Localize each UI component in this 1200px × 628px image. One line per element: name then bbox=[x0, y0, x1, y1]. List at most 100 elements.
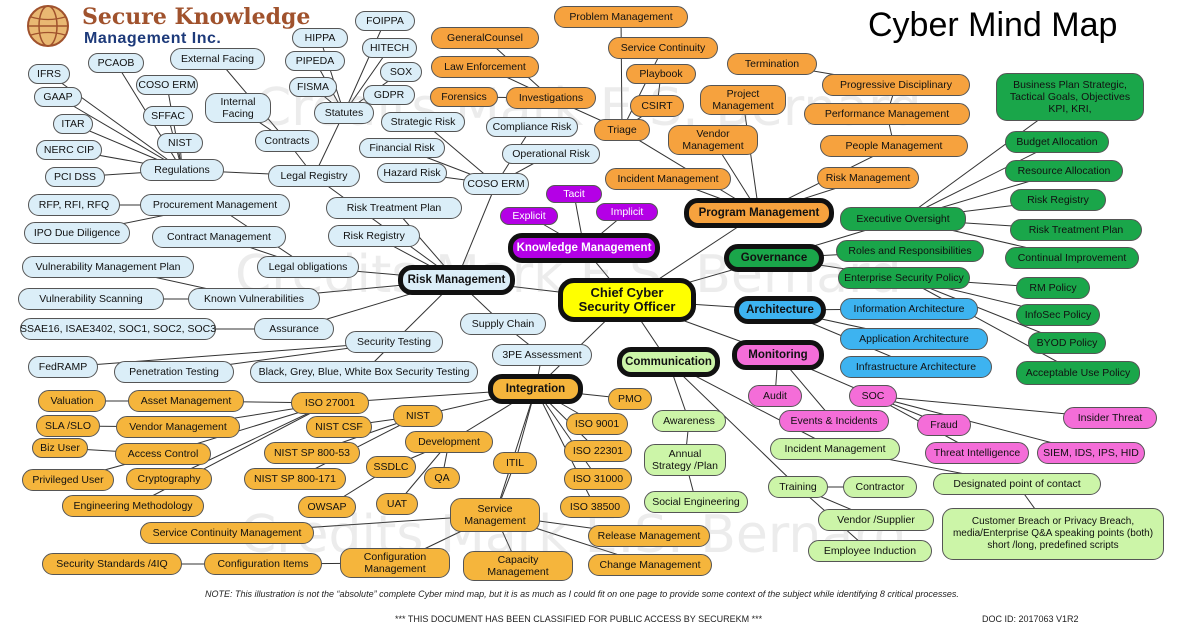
node-engineering-methodology: Engineering Methodology bbox=[62, 495, 204, 517]
connector-regulations-gaap bbox=[57, 96, 183, 171]
hub-integration: Integration bbox=[488, 374, 583, 404]
hub-monitoring: Monitoring bbox=[732, 340, 824, 370]
node-risk-treatment-plan-gov: Risk Treatment Plan bbox=[1010, 219, 1142, 241]
node-qa: QA bbox=[424, 467, 460, 489]
node-asset-management: Asset Management bbox=[128, 390, 244, 412]
node-coso-erm: COSO ERM bbox=[463, 173, 529, 195]
node-designated-point-of-contact: Designated point of contact bbox=[933, 473, 1101, 495]
node-risk-management-pm: Risk Management bbox=[817, 167, 919, 189]
node-byod-policy: BYOD Policy bbox=[1028, 332, 1106, 354]
node-nist-sp-800-171: NIST SP 800-171 bbox=[244, 468, 346, 490]
node-service-continuity: Service Continuity bbox=[608, 37, 718, 59]
node-threat-intelligence: Threat Intelligence bbox=[925, 442, 1029, 464]
node-audit: Audit bbox=[748, 385, 802, 407]
node-ssae-soc: SSAE16, ISAE3402, SOC1, SOC2, SOC3 bbox=[20, 318, 216, 340]
node-sox: SOX bbox=[380, 62, 422, 82]
node-forensics: Forensics bbox=[430, 87, 498, 107]
node-iso-9001: ISO 9001 bbox=[566, 413, 628, 435]
node-incident-management-comm: Incident Management bbox=[770, 438, 900, 460]
node-nist-sp-800-53: NIST SP 800-53 bbox=[264, 442, 360, 464]
node-information-architecture: Information Architecture bbox=[840, 298, 978, 320]
node-siem-ids-ips-hid: SIEM, IDS, IPS, HID bbox=[1037, 442, 1145, 464]
node-cryptography: Cryptography bbox=[126, 468, 212, 490]
node-internal-facing: Internal Facing bbox=[205, 93, 271, 123]
node-nist-regulation: NIST bbox=[157, 133, 203, 153]
node-gaap: GAAP bbox=[34, 87, 82, 107]
node-progressive-disciplinary: Progressive Disciplinary bbox=[822, 74, 970, 96]
connector-triage-servcont bbox=[621, 47, 664, 131]
node-operational-risk: Operational Risk bbox=[502, 144, 600, 164]
node-hitech: HITECH bbox=[362, 38, 417, 58]
hub-risk-management: Risk Management bbox=[398, 265, 515, 295]
node-iso-27001: ISO 27001 bbox=[291, 392, 369, 414]
node-social-engineering: Social Engineering bbox=[644, 491, 748, 513]
node-access-control: Access Control bbox=[115, 443, 211, 465]
node-external-facing: External Facing bbox=[170, 48, 265, 70]
node-pmo: PMO bbox=[608, 388, 652, 410]
node-capacity-management: Capacity Management bbox=[463, 551, 573, 581]
page-title: Cyber Mind Map bbox=[868, 6, 1118, 44]
node-pipeda: PIPEDA bbox=[285, 51, 345, 71]
node-roles-responsibilities: Roles and Responsibilities bbox=[836, 240, 984, 262]
node-events-incidents: Events & Incidents bbox=[779, 410, 889, 432]
node-tacit: Tacit bbox=[546, 185, 602, 203]
connector-int-iso31000 bbox=[535, 388, 599, 480]
node-contract-management: Contract Management bbox=[152, 226, 286, 248]
logo-line2: Management Inc. bbox=[84, 30, 222, 47]
node-vendor-management-top: Vendor Management bbox=[668, 125, 758, 155]
node-explicit: Explicit bbox=[500, 207, 558, 225]
node-ipo-due-diligence: IPO Due Diligence bbox=[24, 222, 130, 244]
node-sffac: SFFAC bbox=[143, 106, 193, 126]
company-logo: Secure Knowledge Management Inc. bbox=[22, 2, 310, 54]
connector-iso27001-crypto bbox=[168, 402, 331, 480]
node-continual-improvement: Continual Improvement bbox=[1005, 247, 1139, 269]
node-fisma: FISMA bbox=[289, 77, 337, 97]
node-release-management: Release Management bbox=[588, 525, 710, 547]
node-foippa: FOIPPA bbox=[355, 11, 415, 31]
connector-execov-budget bbox=[902, 141, 1058, 220]
node-infrastructure-architecture: Infrastructure Architecture bbox=[840, 356, 992, 378]
node-risk-registry: Risk Registry bbox=[328, 225, 420, 247]
node-financial-risk: Financial Risk bbox=[359, 138, 445, 158]
node-budget-allocation: Budget Allocation bbox=[1005, 131, 1109, 153]
node-regulations: Regulations bbox=[140, 159, 224, 181]
node-contractor: Contractor bbox=[843, 476, 917, 498]
node-known-vulnerabilities: Known Vulnerabilities bbox=[188, 288, 320, 310]
node-termination: Termination bbox=[727, 53, 817, 75]
node-penetration-testing: Penetration Testing bbox=[114, 361, 234, 383]
node-triage: Triage bbox=[594, 119, 650, 141]
node-awareness: Awareness bbox=[652, 410, 726, 432]
node-vendor-supplier: Vendor /Supplier bbox=[818, 509, 934, 531]
node-procurement-management: Procurement Management bbox=[140, 194, 290, 216]
node-problem-management: Problem Management bbox=[554, 6, 688, 28]
node-general-counsel: GeneralCounsel bbox=[431, 27, 539, 49]
node-nerc-cip: NERC CIP bbox=[36, 140, 102, 160]
hub-architecture: Architecture bbox=[734, 296, 826, 324]
node-nist-csf: NIST CSF bbox=[306, 416, 372, 438]
node-sla-slo: SLA /SLO bbox=[36, 415, 100, 437]
node-fedramp: FedRAMP bbox=[28, 356, 98, 378]
node-project-management: Project Management bbox=[700, 85, 786, 115]
node-resource-allocation: Resource Allocation bbox=[1005, 160, 1123, 182]
node-3pe-assessment: 3PE Assessment bbox=[492, 344, 592, 366]
document-id: DOC ID: 2017063 V1R2 bbox=[982, 614, 1079, 624]
node-training: Training bbox=[768, 476, 828, 498]
node-infosec-policy: InfoSec Policy bbox=[1016, 304, 1100, 326]
node-statutes: Statutes bbox=[314, 102, 374, 124]
node-executive-oversight: Executive Oversight bbox=[840, 207, 966, 231]
node-configuration-management: Configuration Management bbox=[340, 548, 450, 578]
node-risk-treatment-plan: Risk Treatment Plan bbox=[326, 197, 462, 219]
node-coso-erm-top: COSO ERM bbox=[136, 75, 198, 95]
node-hippa: HIPPA bbox=[292, 28, 348, 48]
node-privileged-user: Privileged User bbox=[22, 469, 114, 491]
connector-statutes-hippa bbox=[319, 37, 345, 114]
node-development: Development bbox=[405, 431, 493, 453]
connector-pm-projm bbox=[742, 99, 760, 214]
node-pcaob: PCAOB bbox=[88, 53, 144, 73]
node-legal-obligations: Legal obligations bbox=[257, 256, 359, 278]
node-business-plan: Business Plan Strategic, Tactical Goals,… bbox=[996, 73, 1144, 121]
node-itil: ITIL bbox=[493, 452, 537, 474]
connector-com-training bbox=[668, 361, 799, 488]
connector-rm-cosoerm bbox=[456, 183, 497, 281]
node-security-testing: Security Testing bbox=[345, 331, 443, 353]
